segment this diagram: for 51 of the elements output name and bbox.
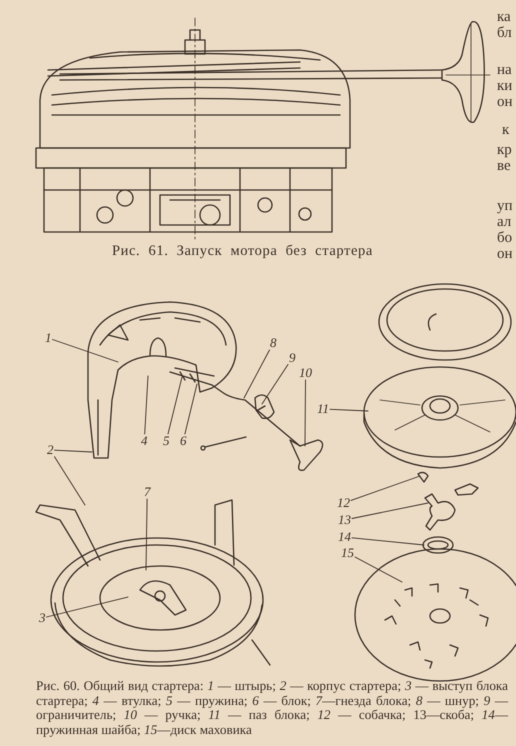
callout-number: 2 [46, 443, 54, 457]
callout-number: 15 [340, 546, 355, 560]
callout-number: 8 [269, 336, 278, 350]
callout-number: 14 [337, 530, 352, 544]
text-fragment: бо [497, 230, 512, 246]
leader-line [144, 376, 148, 434]
leader-line [304, 380, 306, 446]
leader-line [354, 556, 402, 582]
starter-housing-drawing [35, 499, 271, 667]
text-fragment: ки [497, 78, 512, 94]
text-fragment: он [497, 246, 513, 262]
callout-number: 10 [298, 366, 313, 380]
leader-line [146, 498, 148, 570]
callout-number: 6 [179, 434, 188, 448]
leader-line [184, 384, 198, 434]
callout-number: 13 [337, 513, 352, 527]
callout-number: 7 [143, 485, 152, 499]
callout-number: 12 [336, 496, 351, 510]
leader-line [262, 364, 288, 404]
leader-line [352, 502, 428, 519]
leader-line [54, 456, 86, 506]
text-fragment: ал [497, 214, 512, 230]
text-fragment: уп [497, 198, 513, 214]
leader-line [350, 476, 420, 501]
figure-caption: Рис. 60. Общий вид стартера: 1 — штырь; 2 — корпус стартера; 3— выступ блока стартера; 4 — втулка; 5 — пружина; 6 — блок; 7—гнезда блока; 8 — шнур; 9 — ограничитель; 10 — ручка; 11 — паз блока; 12 — собачка; 13—скоба; 14—пружинная шайба; 15—диск маховика [36, 679, 508, 738]
pawl-drawing [417, 472, 429, 483]
bracket-drawing [424, 493, 456, 531]
text-fragment: ве [497, 158, 511, 174]
callout-number: 1 [44, 331, 52, 345]
starter-cover-drawing [87, 301, 237, 459]
callout-number: 9 [288, 351, 296, 365]
pulley-drawing [363, 366, 516, 469]
leader-line [168, 376, 182, 434]
text-fragment: ка [497, 9, 511, 25]
text-fragment: кр [497, 142, 512, 158]
leader-line [54, 450, 92, 452]
flywheel-disc-drawing [354, 548, 516, 682]
text-fragment: на [497, 62, 512, 78]
figure-caption: Рис. 61. Запуск мотора без стартера [112, 243, 373, 260]
text-fragment: бл [497, 25, 512, 41]
leader-line [52, 339, 118, 362]
leader-line [330, 408, 368, 412]
callout-number: 3 [38, 611, 46, 625]
text-fragment: к [502, 122, 510, 138]
callout-number: 4 [140, 434, 148, 448]
callout-number: 11 [316, 402, 330, 416]
text-fragment: он [497, 94, 513, 110]
callout-number: 5 [162, 434, 170, 448]
leader-line [352, 537, 424, 546]
spring-washer-drawing [422, 536, 454, 554]
leader-line [244, 350, 270, 398]
